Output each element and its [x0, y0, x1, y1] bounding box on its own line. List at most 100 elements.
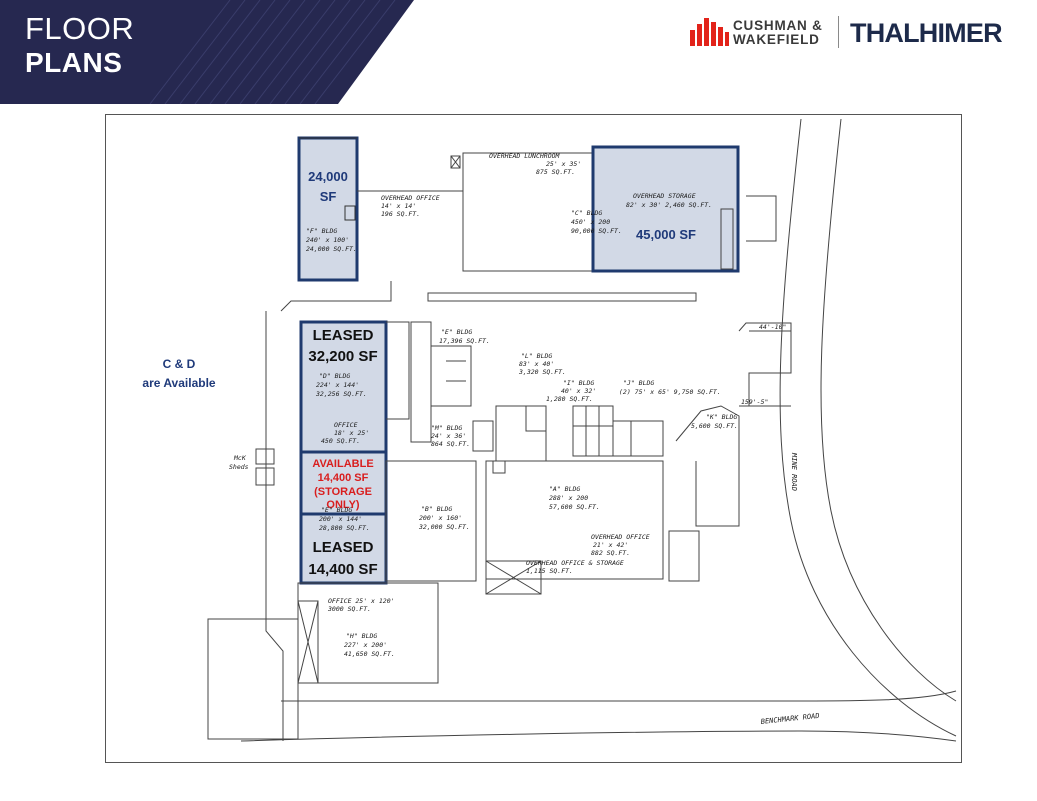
- thalhimer-wordmark: THALHIMER: [850, 18, 1003, 48]
- j-building: [572, 405, 664, 457]
- j-bldg-l1: "J" BLDG: [623, 379, 654, 387]
- c-east-dock: [720, 208, 734, 270]
- a-bldg-l1: "A" BLDG: [549, 485, 580, 493]
- cw-line1: CUSHMAN &: [733, 18, 823, 33]
- lunch-l1: OVERHEAD LUNCHROOM: [489, 152, 561, 160]
- d-office-l1: OFFICE: [334, 421, 358, 429]
- mine-road-edge-east: [820, 118, 957, 702]
- a-office-l3: 882 SQ.FT.: [591, 549, 630, 557]
- c-bldg-l2: 450' x 200: [571, 218, 610, 226]
- lunch-l2: 25' x 35': [546, 160, 581, 168]
- d-bldg-l2: 224' x 144': [316, 381, 359, 389]
- logo-divider: [838, 16, 839, 48]
- c-building-highlight: [591, 145, 740, 273]
- page-title-line2: PLANS: [25, 47, 123, 78]
- ne-parcel: [746, 195, 777, 242]
- a-building: [485, 460, 664, 580]
- benchmark-road-edge-south: [240, 730, 957, 742]
- e-low-l2: 200' x 144': [319, 515, 362, 523]
- e-low-l1: "E" BLDG: [321, 506, 352, 514]
- mck-shed-2: [255, 467, 275, 486]
- e-low-l3: 28,800 SQ.FT.: [319, 524, 370, 532]
- h-bldg-l2: 227' x 200': [344, 641, 387, 649]
- a-bldg-l3: 57,600 SQ.FT.: [549, 503, 600, 511]
- f-area-label-1: 24,000: [308, 169, 348, 184]
- m-bldg-l1: "M" BLDG: [431, 424, 462, 432]
- h-bldg-l3: 41,650 SQ.FT.: [344, 650, 395, 658]
- dim-159-label: 159'-5": [741, 398, 768, 406]
- j-building-west: [572, 405, 614, 457]
- f-office-l1: OVERHEAD OFFICE: [381, 194, 440, 202]
- k-bldg-l2: 5,600 SQ.FT.: [691, 422, 738, 430]
- e-top-l1: "E" BLDG: [441, 328, 472, 336]
- sw-lot: [207, 618, 299, 740]
- c-storage-l1: OVERHEAD STORAGE: [633, 192, 696, 200]
- k-bldg-outline: [675, 405, 740, 527]
- a-storage-l1: OVERHEAD OFFICE & STORAGE: [526, 559, 624, 567]
- l-bldg-l3: 3,320 SQ.FT.: [518, 368, 566, 376]
- e-top-l2: 17,396 SQ.FT.: [439, 337, 490, 345]
- north-drive: [280, 281, 392, 312]
- f-area-label-2: SF: [320, 189, 337, 204]
- m-building: [472, 420, 494, 452]
- f-building: [297, 136, 359, 282]
- c-bldg-l3: 90,000 SQ.FT.: [571, 227, 622, 235]
- l-bldg-l1: "L" BLDG: [521, 352, 552, 360]
- avail-label-1: AVAILABLE: [312, 458, 373, 470]
- c-bldg-marker-cross-2: [450, 155, 461, 169]
- f-office-l2: 14' x 14': [381, 202, 416, 210]
- d-bldg-l1: "D" BLDG: [319, 372, 350, 380]
- site-plan: 24,000 SF 45,000 SF LEASED 32,200 SF AVA…: [142, 118, 957, 742]
- m-bldg-l2: 24' x 36': [431, 432, 466, 440]
- d-bldg-l3: 32,256 SQ.FT.: [315, 390, 367, 398]
- e-area-label: 14,400 SF: [308, 561, 377, 578]
- a-office-l2: 21' x 42': [593, 541, 628, 549]
- benchmark-road-edge-north: [281, 690, 957, 702]
- b-bldg-l3: 32,000 SQ.FT.: [418, 523, 470, 531]
- f-bldg-l1: "F" BLDG: [306, 227, 337, 235]
- k-bldg-l1: "K" BLDG: [706, 413, 737, 421]
- road-lines: [240, 118, 957, 742]
- d-office-l2: 18' x 25': [334, 429, 369, 437]
- mck-shed-1: [255, 448, 275, 465]
- b-bldg-l2: 200' x 160': [419, 514, 462, 522]
- c-area-label: 45,000 SF: [636, 227, 696, 242]
- site-plan-frame: 24,000 SF 45,000 SF LEASED 32,200 SF AVA…: [105, 114, 962, 763]
- west-drive: [265, 311, 284, 741]
- e-top-body: [430, 345, 472, 407]
- i-bldg-l3: 1,280 SQ.FT.: [546, 395, 593, 403]
- c-storage-l2: 82' x 30' 2,460 SQ.FT.: [626, 201, 712, 209]
- page-title-line1: FLOOR: [25, 11, 135, 46]
- i-bldg-l2: 40' x 32': [561, 387, 596, 395]
- f-office-box: [344, 205, 356, 221]
- a-storage-box: [485, 560, 542, 595]
- f-bldg-l2: 240' x 100': [306, 236, 349, 244]
- mck-label-1: McK: [233, 454, 247, 462]
- e-top-wing: [410, 321, 432, 443]
- a-corner-box: [492, 460, 506, 474]
- d-area-label: 32,200 SF: [308, 348, 377, 365]
- h-bldg-l1: "H" BLDG: [346, 632, 377, 640]
- d-status-label: LEASED: [313, 327, 374, 344]
- c-bldg-marker: [450, 155, 461, 169]
- cushman-wakefield-wordmark: CUSHMAN & WAKEFIELD: [733, 19, 823, 47]
- benchmark-road-label: BENCHMARK ROAD: [760, 712, 820, 726]
- h-office-wing: [297, 600, 319, 684]
- avail-label-4: ONLY): [326, 499, 360, 511]
- j-bldg-l2: (2) 75' x 65' 9,750 SQ.FT.: [619, 388, 721, 396]
- c-bldg-l1: "C" BLDG: [571, 209, 602, 217]
- d-building: [299, 320, 388, 454]
- east-pad: [668, 530, 700, 582]
- cushman-wakefield-logo-icon: [690, 18, 729, 46]
- lunch-l3: 875 SQ.FT.: [536, 168, 575, 176]
- h-office-l1: OFFICE 25' x 120': [328, 597, 395, 605]
- site-lines: [207, 195, 792, 741]
- h-office-cross-2: [297, 600, 319, 684]
- header-banner: FLOOR PLANS: [0, 0, 420, 105]
- m-bldg-l3: 864 SQ.FT.: [431, 440, 470, 448]
- d-office-l3: 450 SQ.FT.: [321, 437, 360, 445]
- i-building: [525, 405, 547, 432]
- l-building: [495, 405, 547, 462]
- avail-label-3: (STORAGE: [314, 486, 372, 498]
- mine-road-edge-west: [779, 118, 957, 737]
